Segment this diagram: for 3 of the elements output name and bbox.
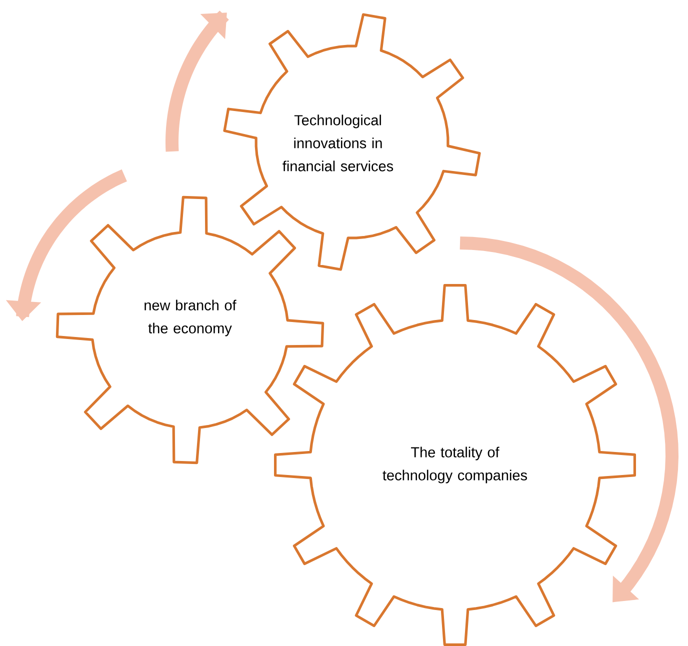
gear-label: new branch of the economy [144, 300, 236, 336]
gear-label: Technological innovations in financial services [282, 114, 394, 172]
gear-label: The totality of technology companies [382, 446, 527, 484]
